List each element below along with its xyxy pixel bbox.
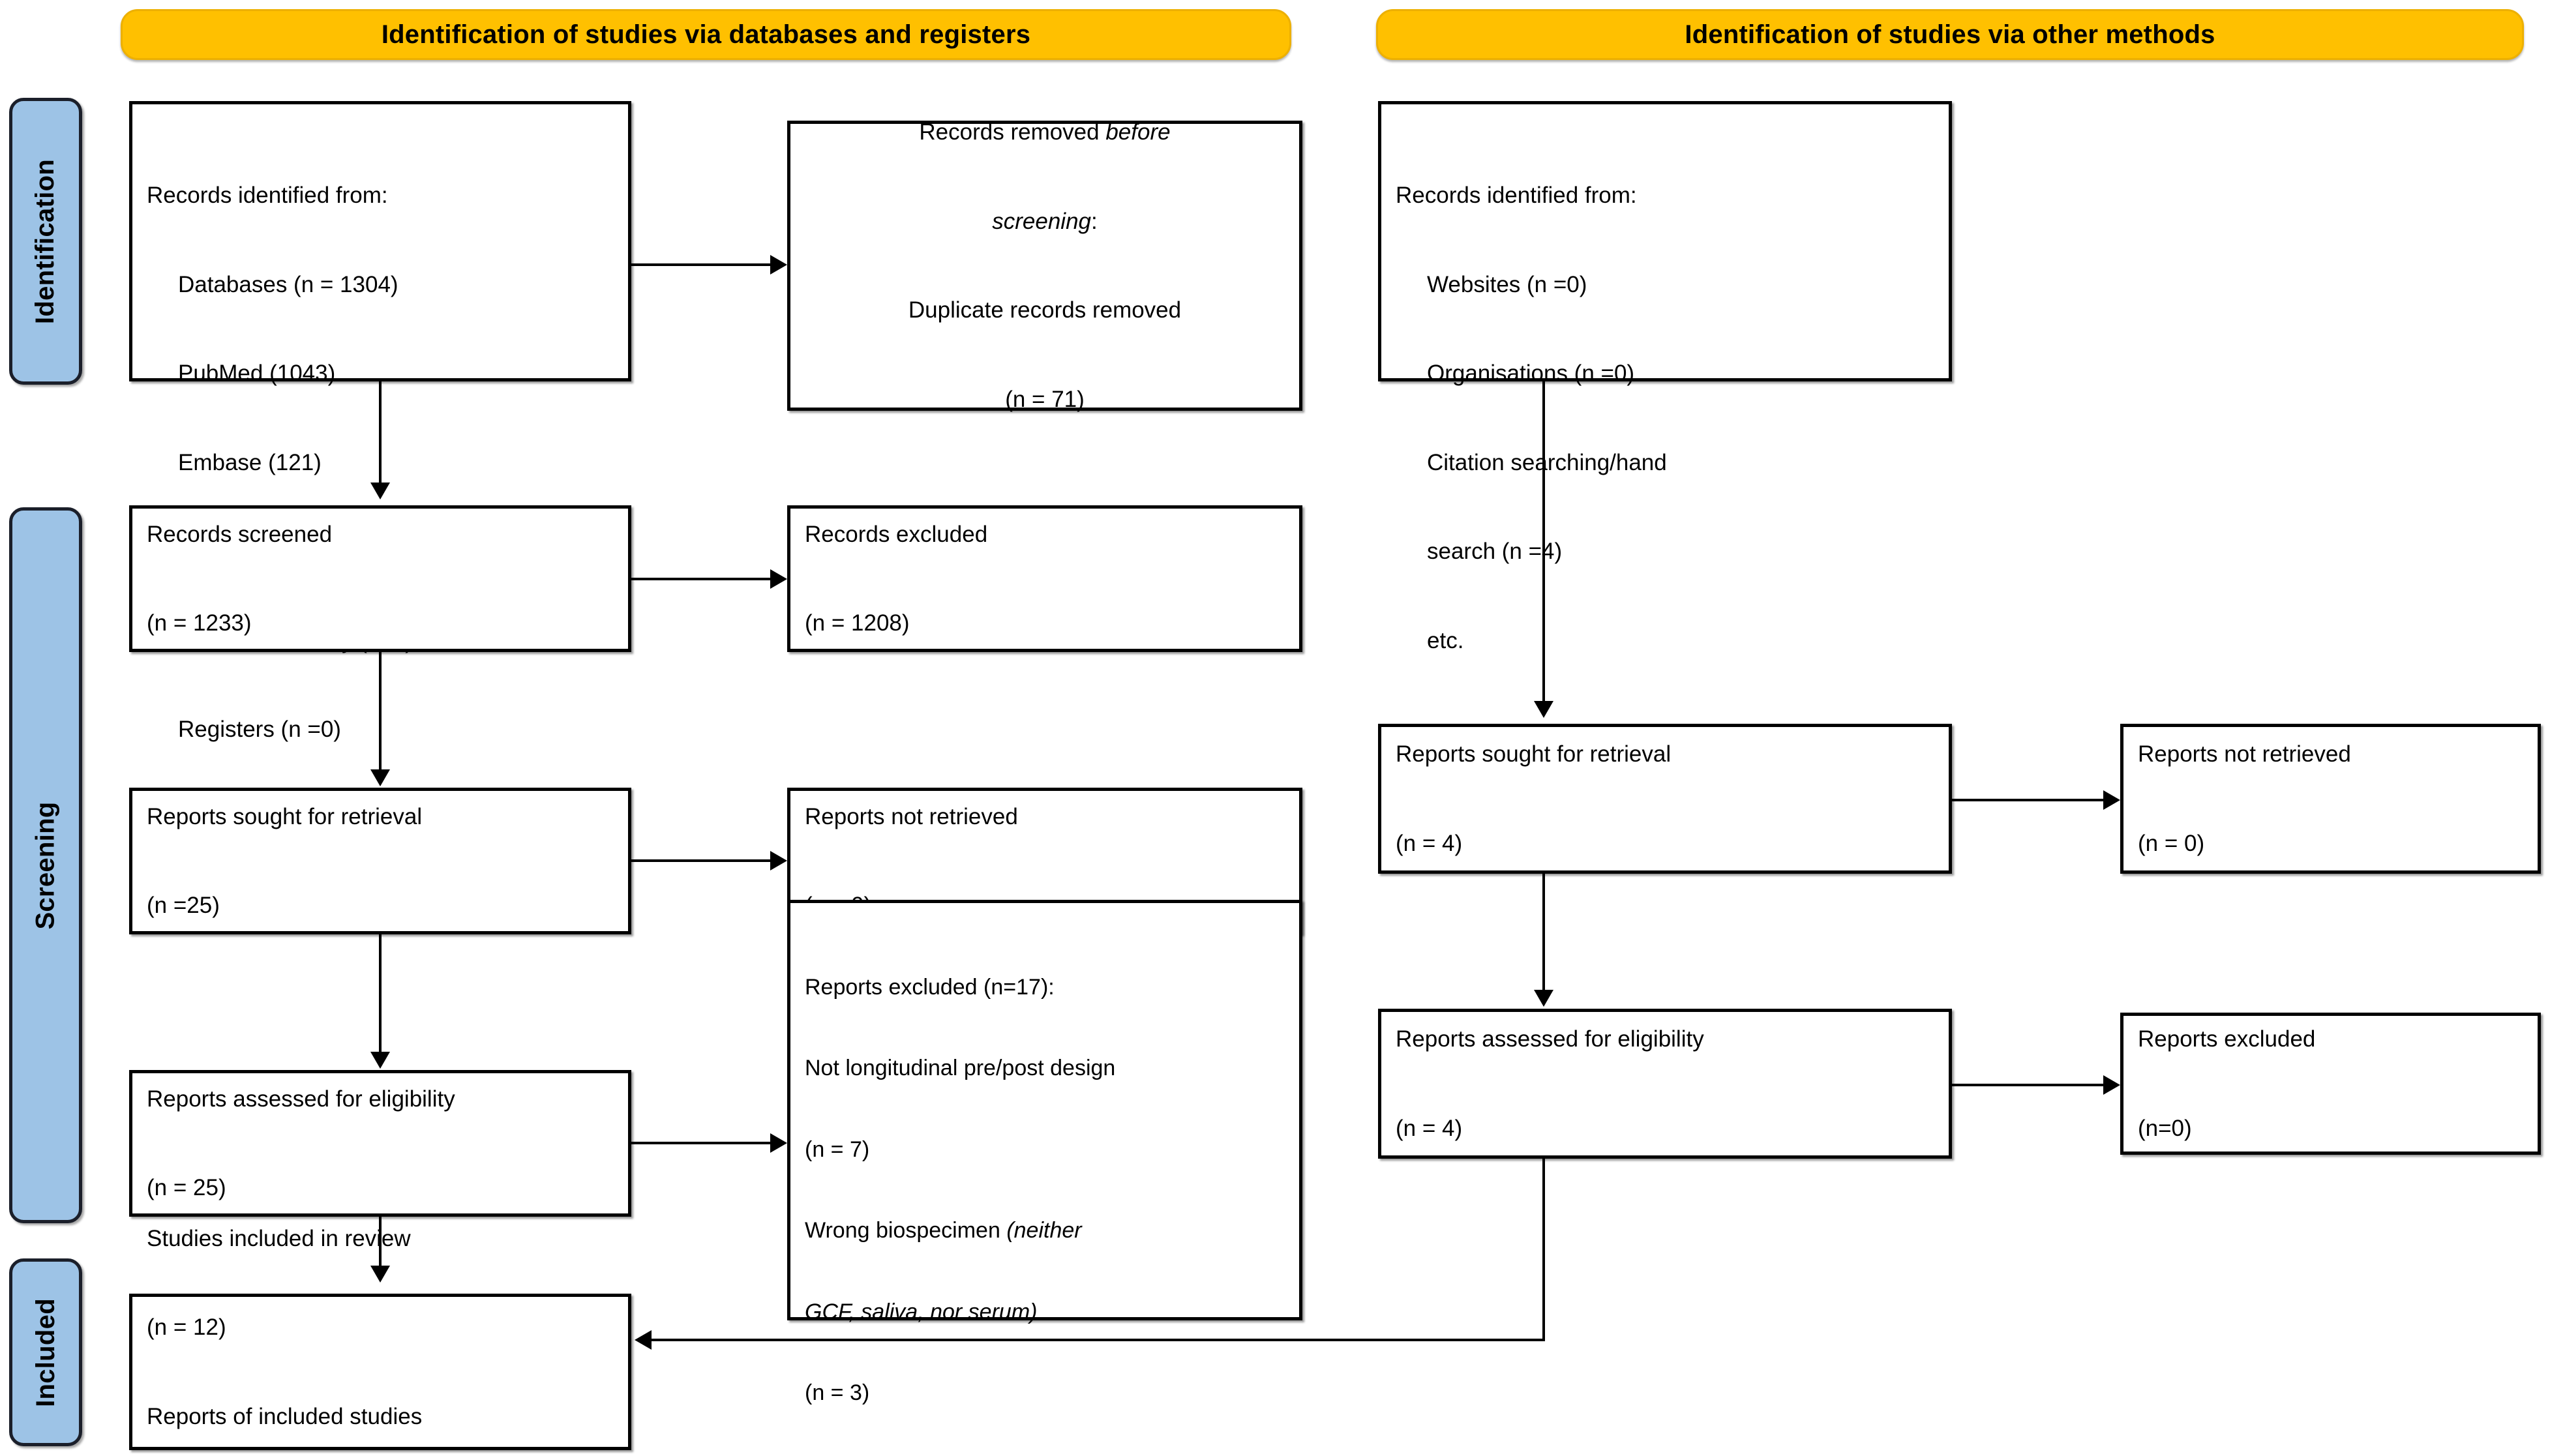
records-excluded-label: Records excluded [805, 521, 988, 547]
reports-not-retrieved-right-count: (n = 0) [2138, 830, 2205, 856]
reports-excluded-heading: Reports excluded (n=17): [805, 974, 1055, 1000]
other-records-etc: etc. [1427, 627, 1464, 653]
records-excluded-count: (n = 1208) [805, 610, 910, 636]
arrowhead-screened-to-sought [370, 769, 390, 786]
arrowhead-right-to-included [635, 1330, 652, 1350]
box-records-identified-databases: Records identified from: Databases (n = … [129, 101, 631, 742]
box-records-screened: Records screened (n = 1233) [129, 505, 631, 652]
connector-identified-to-removed [631, 263, 770, 266]
stage-tab-included-label: Included [31, 1298, 60, 1407]
other-records-organisations: Organisations (n =0) [1427, 361, 1635, 386]
connector-sought-to-assessed-left [379, 934, 382, 1052]
arrowhead-screened-to-excluded [770, 569, 787, 589]
exclusion-reason-2-count: (n = 3) [805, 1380, 870, 1405]
box-reports-excluded-right: Reports excluded (n=0) [2120, 1013, 2541, 1155]
banner-other-methods: Identification of studies via other meth… [1376, 9, 2524, 60]
reports-assessed-left-label: Reports assessed for eligibility [147, 1086, 455, 1112]
connector-screened-to-sought [379, 652, 382, 769]
arrowhead-sought-to-assessed-left [370, 1052, 390, 1069]
arrowhead-sought-to-assessed-right [1534, 990, 1553, 1007]
connector-other-identified-to-sought [1542, 381, 1545, 701]
studies-included-label: Studies included in review [147, 1225, 411, 1251]
stage-tab-identification: Identification [9, 98, 82, 385]
banner-databases-registers: Identification of studies via databases … [121, 9, 1291, 60]
reports-assessed-left-count: (n = 25) [147, 1175, 226, 1200]
box-records-identified-other-methods: Records identified from: Websites (n =0)… [1378, 101, 1952, 653]
box-reports-excluded-detail: Reports excluded (n=17): Not longitudina… [787, 900, 1302, 1405]
reports-sought-right-label: Reports sought for retrieval [1396, 741, 1672, 767]
stage-tab-included: Included [9, 1258, 82, 1446]
records-removed-screening-italic: screening [992, 208, 1092, 234]
studies-included-count: (n = 12) [147, 1315, 226, 1340]
records-screened-count: (n = 1233) [147, 610, 252, 636]
box-reports-assessed-eligibility-left: Reports assessed for eligibility (n = 25… [129, 1070, 631, 1217]
banner-other-methods-label: Identification of studies via other meth… [1685, 20, 2215, 49]
box-reports-sought-retrieval-right: Reports sought for retrieval (n = 4) [1378, 724, 1952, 874]
stage-tab-screening: Screening [9, 507, 82, 1223]
arrowhead-sought-to-notretrieved-right [2103, 790, 2120, 810]
reports-sought-right-count: (n = 4) [1396, 830, 1463, 856]
box-studies-included-in-review: Studies included in review (n = 12) Repo… [129, 1226, 631, 1450]
box-records-excluded: Records excluded (n = 1208) [787, 505, 1302, 652]
other-records-identified-line1: Records identified from: [1396, 183, 1637, 208]
stage-tab-identification-label: Identification [31, 158, 60, 324]
reports-sought-left-label: Reports sought for retrieval [147, 803, 423, 829]
connector-screened-to-excluded [631, 578, 770, 580]
arrowhead-other-identified-to-sought [1534, 701, 1553, 718]
arrowhead-assessed-to-included [370, 1266, 390, 1283]
connector-sought-to-notretrieved-left [631, 859, 770, 862]
records-identified-databases: Databases (n = 1304) [178, 271, 398, 297]
stage-tab-screening-label: Screening [31, 801, 60, 930]
exclusion-reason-1-text: Not longitudinal pre/post design [805, 1056, 1116, 1081]
records-removed-count: (n = 71) [1005, 386, 1085, 412]
banner-databases-registers-label: Identification of studies via databases … [381, 20, 1031, 49]
box-reports-not-retrieved-right: Reports not retrieved (n = 0) [2120, 724, 2541, 874]
connector-sought-to-notretrieved-right [1952, 799, 2103, 801]
reports-sought-left-count: (n =25) [147, 893, 220, 918]
reports-not-retrieved-right-label: Reports not retrieved [2138, 741, 2351, 767]
reports-assessed-right-label: Reports assessed for eligibility [1396, 1026, 1704, 1052]
reports-excluded-right-count: (n=0) [2138, 1115, 2192, 1141]
arrowhead-sought-to-notretrieved-left [770, 851, 787, 870]
box-reports-sought-retrieval-left: Reports sought for retrieval (n =25) [129, 788, 631, 934]
exclusion-reason-2-italic-b: GCF, saliva, nor serum) [805, 1299, 1038, 1324]
arrowhead-assessed-to-excluded-right [2103, 1075, 2120, 1095]
reports-assessed-right-count: (n = 4) [1396, 1115, 1463, 1141]
box-records-removed-before-screening: Records removed before screening: Duplic… [787, 119, 1302, 412]
records-identified-registers: Registers (n =0) [178, 717, 341, 742]
records-identified-embase: Embase (121) [178, 449, 322, 475]
other-records-citation-searching: Citation searching/hand [1427, 449, 1667, 475]
exclusion-reason-2-text: Wrong biospecimen [805, 1218, 1007, 1243]
arrowhead-identified-to-removed [770, 255, 787, 275]
records-identified-pubmed: PubMed (1043) [178, 361, 336, 386]
reports-excluded-right-label: Reports excluded [2138, 1026, 2316, 1052]
connector-assessed-to-excluded-right [1952, 1084, 2103, 1086]
records-removed-before-italic: before [1105, 119, 1171, 145]
connector-assessed-to-included [379, 1217, 382, 1266]
other-records-websites: Websites (n =0) [1427, 271, 1587, 297]
connector-assessed-to-excluded-left [631, 1142, 770, 1144]
arrowhead-assessed-to-excluded-left [770, 1133, 787, 1153]
connector-right-to-included-horizontal [652, 1339, 1545, 1341]
records-removed-line1: Records removed [919, 119, 1106, 145]
reports-not-retrieved-left-label: Reports not retrieved [805, 803, 1018, 829]
records-screened-label: Records screened [147, 521, 333, 547]
box-reports-assessed-eligibility-right: Reports assessed for eligibility (n = 4) [1378, 1009, 1952, 1159]
reports-of-included-label: Reports of included studies [147, 1403, 423, 1429]
records-identified-line1: Records identified from: [147, 183, 388, 208]
connector-identified-to-screened [379, 381, 382, 483]
exclusion-reason-1-count: (n = 7) [805, 1137, 870, 1162]
records-removed-colon: : [1091, 208, 1098, 234]
arrowhead-identified-to-screened [370, 483, 390, 499]
other-records-hand-search: search (n =4) [1427, 539, 1563, 564]
connector-right-assessed-down [1542, 1159, 1545, 1340]
records-removed-duplicates: Duplicate records removed [908, 297, 1182, 323]
connector-sought-to-assessed-right [1542, 874, 1545, 990]
exclusion-reason-2-italic-a: (neither [1006, 1218, 1082, 1243]
